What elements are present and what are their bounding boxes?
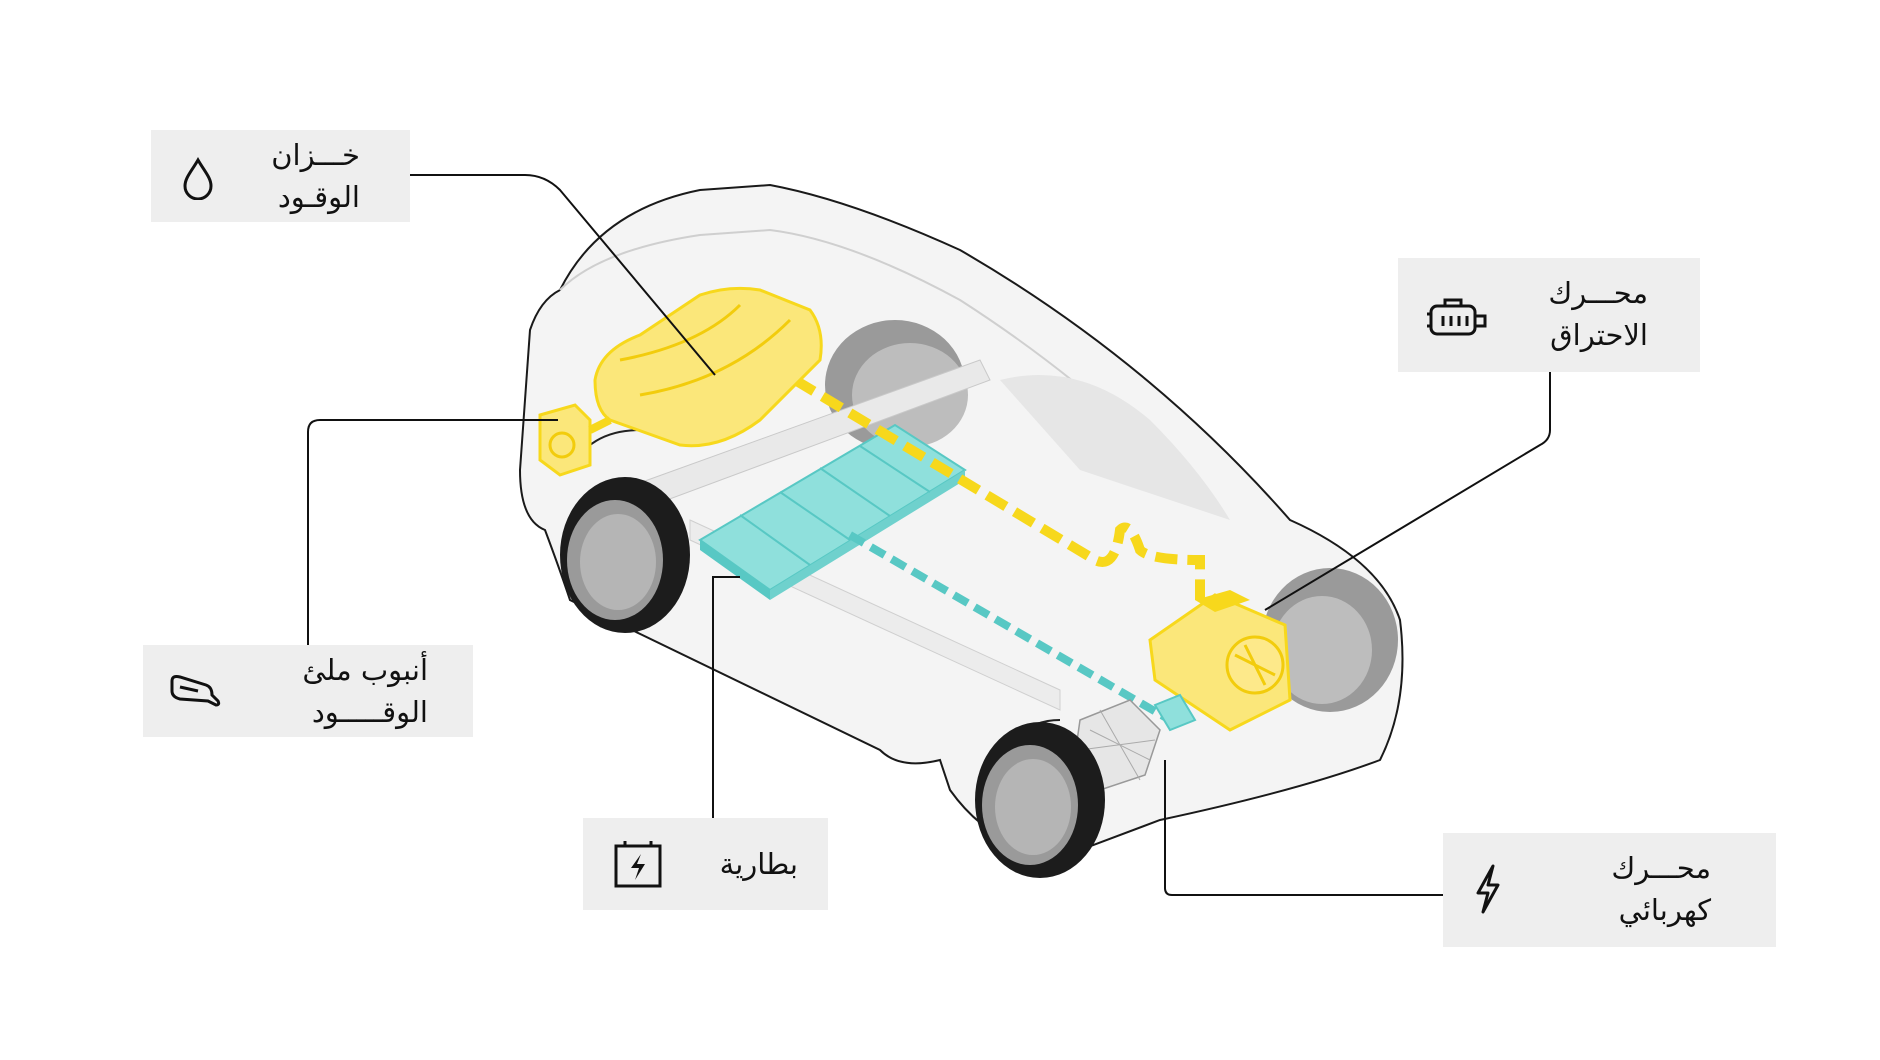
lightning-icon — [1473, 863, 1503, 919]
fuel-filler-label-text: أنبوب ملئ الوقـــــود — [302, 649, 428, 733]
combustion-engine-label-line2: الاحتراق — [1550, 318, 1648, 352]
battery-pack — [698, 423, 967, 600]
leader-lines — [307, 174, 1551, 896]
electric-line — [847, 531, 1173, 724]
leader-battery — [712, 576, 740, 832]
fuel-line — [792, 375, 1205, 600]
combustion-engine-label-line1: محـــرك — [1548, 276, 1648, 310]
electric-motor-label-text: محـــرك كهربائي — [1611, 847, 1711, 931]
fuel-filler-label-line2: الوقـــــود — [311, 695, 428, 729]
label-electric-motor: محـــرك كهربائي — [1443, 833, 1776, 947]
electric-motor-label-line1: محـــرك — [1611, 851, 1711, 885]
battery-label-line1: بطارية — [719, 847, 798, 881]
fuel-tank-label-text: خـــزان الوقـود — [271, 134, 360, 218]
battery-icon — [613, 838, 663, 894]
label-fuel-filler-pipe: أنبوب ملئ الوقـــــود — [143, 645, 473, 737]
rear-wheel-left — [560, 477, 690, 633]
label-fuel-tank: خـــزان الوقـود — [151, 130, 410, 222]
label-combustion-engine: محـــرك الاحتراق — [1398, 258, 1700, 372]
engine-icon — [1423, 294, 1489, 344]
fuel-filler-label-line1: أنبوب ملئ — [302, 653, 428, 687]
combustion-engine-label-text: محـــرك الاحتراق — [1548, 272, 1648, 356]
combustion-engine-part — [1148, 590, 1292, 732]
front-wheel-left — [975, 722, 1105, 878]
drop-icon — [181, 156, 215, 204]
leader-engine — [1264, 370, 1551, 611]
leader-filler — [307, 419, 558, 645]
fuel-tank-label-line2: الوقـود — [277, 180, 360, 214]
electric-motor-label-line2: كهربائي — [1618, 893, 1711, 927]
battery-label-text: بطارية — [720, 843, 798, 885]
label-battery: بطارية — [583, 818, 828, 910]
electric-motor-part — [1153, 693, 1197, 732]
leader-motor — [1164, 760, 1443, 896]
fuel-filler-part — [538, 403, 612, 477]
leader-fuel-tank — [410, 174, 716, 376]
fuel-nozzle-icon — [168, 671, 224, 715]
fuel-tank-label-line1: خـــزان — [271, 138, 360, 172]
front-wheel-right — [1262, 568, 1398, 712]
